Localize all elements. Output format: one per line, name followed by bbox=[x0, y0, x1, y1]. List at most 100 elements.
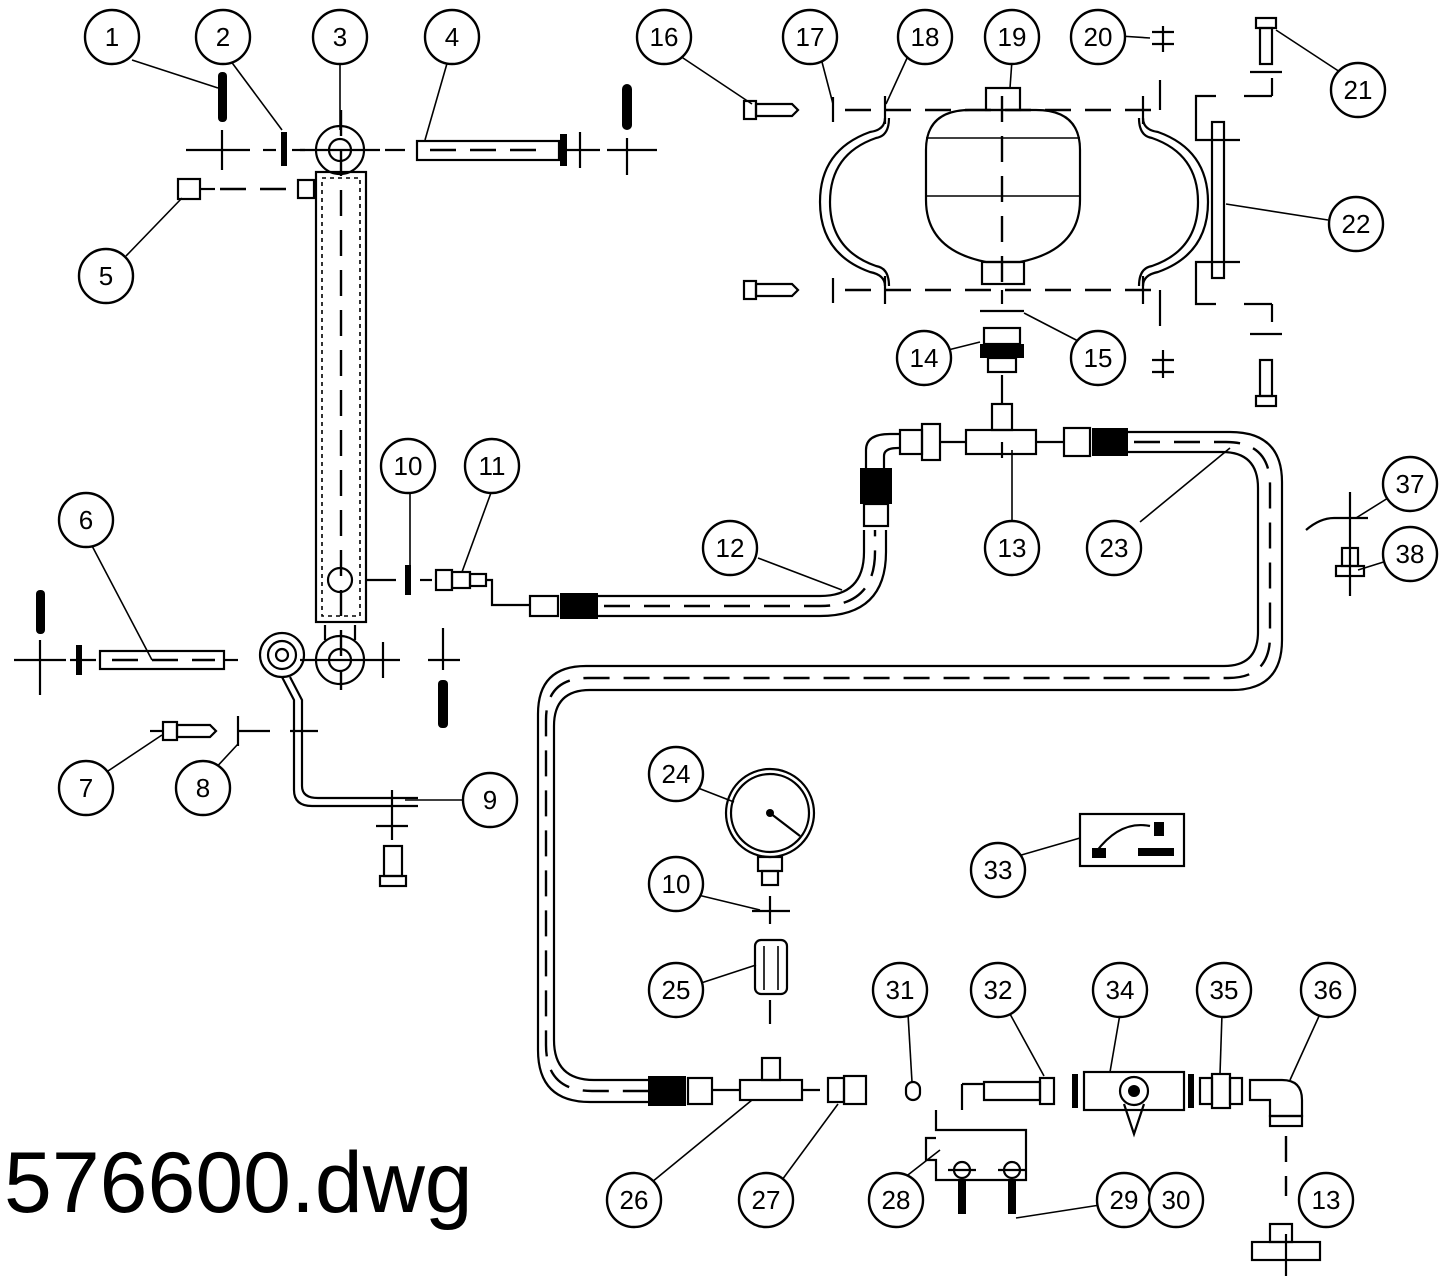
callout-13: 13 bbox=[983, 519, 1041, 577]
callout-22: 22 bbox=[1327, 195, 1385, 253]
svg-text:6: 6 bbox=[79, 505, 93, 535]
callout-14: 14 bbox=[895, 329, 953, 387]
callout-1: 1 bbox=[83, 8, 141, 66]
svg-text:36: 36 bbox=[1314, 975, 1343, 1005]
callout-27: 27 bbox=[737, 1171, 795, 1229]
callout-36: 36 bbox=[1299, 961, 1357, 1019]
svg-text:38: 38 bbox=[1396, 539, 1425, 569]
callout-33: 33 bbox=[969, 841, 1027, 899]
svg-text:17: 17 bbox=[796, 22, 825, 52]
callout-28: 28 bbox=[867, 1171, 925, 1229]
callout-12: 12 bbox=[701, 519, 759, 577]
callout-35: 35 bbox=[1195, 961, 1253, 1019]
decal-33 bbox=[1078, 812, 1186, 868]
svg-text:3: 3 bbox=[333, 22, 347, 52]
svg-text:13: 13 bbox=[998, 533, 1027, 563]
svg-text:37: 37 bbox=[1396, 469, 1425, 499]
fitting-10-11 bbox=[366, 565, 530, 607]
callout-8: 8 bbox=[174, 759, 232, 817]
svg-text:21: 21 bbox=[1344, 75, 1373, 105]
callout-10b: 10 bbox=[647, 855, 705, 913]
svg-text:7: 7 bbox=[79, 773, 93, 803]
svg-text:34: 34 bbox=[1106, 975, 1135, 1005]
accumulator bbox=[924, 86, 1082, 290]
callout-37: 37 bbox=[1381, 455, 1439, 513]
svg-text:10: 10 bbox=[662, 869, 691, 899]
callout-23: 23 bbox=[1085, 519, 1143, 577]
leader-lines bbox=[89, 29, 1391, 1219]
callout-4: 4 bbox=[423, 8, 481, 66]
bolts-16 bbox=[742, 99, 800, 301]
callout-34: 34 bbox=[1091, 961, 1149, 1019]
drawing-filename: 576600.dwg bbox=[4, 1135, 473, 1231]
callout-5: 5 bbox=[77, 247, 135, 305]
svg-text:15: 15 bbox=[1084, 343, 1113, 373]
tee-fitting-13 bbox=[940, 375, 1064, 458]
svg-text:19: 19 bbox=[998, 22, 1027, 52]
hose-12 bbox=[528, 422, 942, 619]
link-bar-bottom bbox=[14, 590, 460, 728]
pin-top-left bbox=[186, 72, 305, 170]
callout-11: 11 bbox=[463, 437, 521, 495]
svg-text:30: 30 bbox=[1162, 1185, 1191, 1215]
callout-29: 29 bbox=[1095, 1171, 1153, 1229]
callout-21: 21 bbox=[1329, 61, 1387, 119]
svg-text:11: 11 bbox=[479, 451, 506, 481]
fitting-14-15 bbox=[980, 290, 1024, 374]
bottom-fittings bbox=[712, 1056, 1322, 1276]
grease-fitting bbox=[176, 177, 316, 201]
callout-24: 24 bbox=[647, 745, 705, 803]
link-bar-top bbox=[385, 84, 657, 175]
svg-text:16: 16 bbox=[650, 22, 679, 52]
callout-2: 2 bbox=[194, 8, 252, 66]
svg-text:10: 10 bbox=[394, 451, 423, 481]
callout-15: 15 bbox=[1069, 329, 1127, 387]
svg-text:28: 28 bbox=[882, 1185, 911, 1215]
callout-6: 6 bbox=[57, 491, 115, 549]
pressure-gauge bbox=[724, 767, 816, 1024]
callout-30: 30 bbox=[1147, 1171, 1205, 1229]
indicator-rod bbox=[258, 631, 418, 888]
svg-text:8: 8 bbox=[196, 773, 210, 803]
callout-32: 32 bbox=[969, 961, 1027, 1019]
nuts-20-21 bbox=[1152, 16, 1282, 408]
svg-text:22: 22 bbox=[1342, 209, 1371, 239]
svg-text:31: 31 bbox=[886, 975, 915, 1005]
svg-text:23: 23 bbox=[1100, 533, 1129, 563]
svg-text:25: 25 bbox=[662, 975, 691, 1005]
callout-3: 3 bbox=[311, 8, 369, 66]
bracket-22 bbox=[1194, 78, 1274, 322]
callout-9: 9 bbox=[461, 771, 519, 829]
svg-text:18: 18 bbox=[911, 22, 940, 52]
callout-19: 19 bbox=[983, 8, 1041, 66]
clamps bbox=[818, 80, 1210, 326]
svg-text:20: 20 bbox=[1084, 22, 1113, 52]
svg-text:27: 27 bbox=[752, 1185, 781, 1215]
svg-text:2: 2 bbox=[216, 22, 230, 52]
svg-text:35: 35 bbox=[1210, 975, 1239, 1005]
svg-text:12: 12 bbox=[716, 533, 745, 563]
svg-text:32: 32 bbox=[984, 975, 1013, 1005]
svg-text:4: 4 bbox=[445, 22, 459, 52]
bolt-7 bbox=[150, 716, 318, 746]
callout-26: 26 bbox=[605, 1171, 663, 1229]
svg-text:29: 29 bbox=[1110, 1185, 1139, 1215]
hose-23 bbox=[536, 426, 1284, 1106]
svg-text:1: 1 bbox=[105, 22, 119, 52]
callout-25: 25 bbox=[647, 961, 705, 1019]
callout-16: 16 bbox=[635, 8, 693, 66]
clip-37-38 bbox=[1305, 492, 1368, 596]
svg-text:5: 5 bbox=[99, 261, 113, 291]
svg-text:26: 26 bbox=[620, 1185, 649, 1215]
hydraulic-cylinder bbox=[300, 110, 380, 690]
svg-text:9: 9 bbox=[483, 785, 497, 815]
callout-18: 18 bbox=[896, 8, 954, 66]
callout-13b: 13 bbox=[1297, 1171, 1355, 1229]
svg-text:24: 24 bbox=[662, 759, 691, 789]
callout-10: 10 bbox=[379, 437, 437, 495]
callout-38: 38 bbox=[1381, 525, 1439, 583]
svg-text:33: 33 bbox=[984, 855, 1013, 885]
callout-7: 7 bbox=[57, 759, 115, 817]
svg-text:14: 14 bbox=[910, 343, 939, 373]
